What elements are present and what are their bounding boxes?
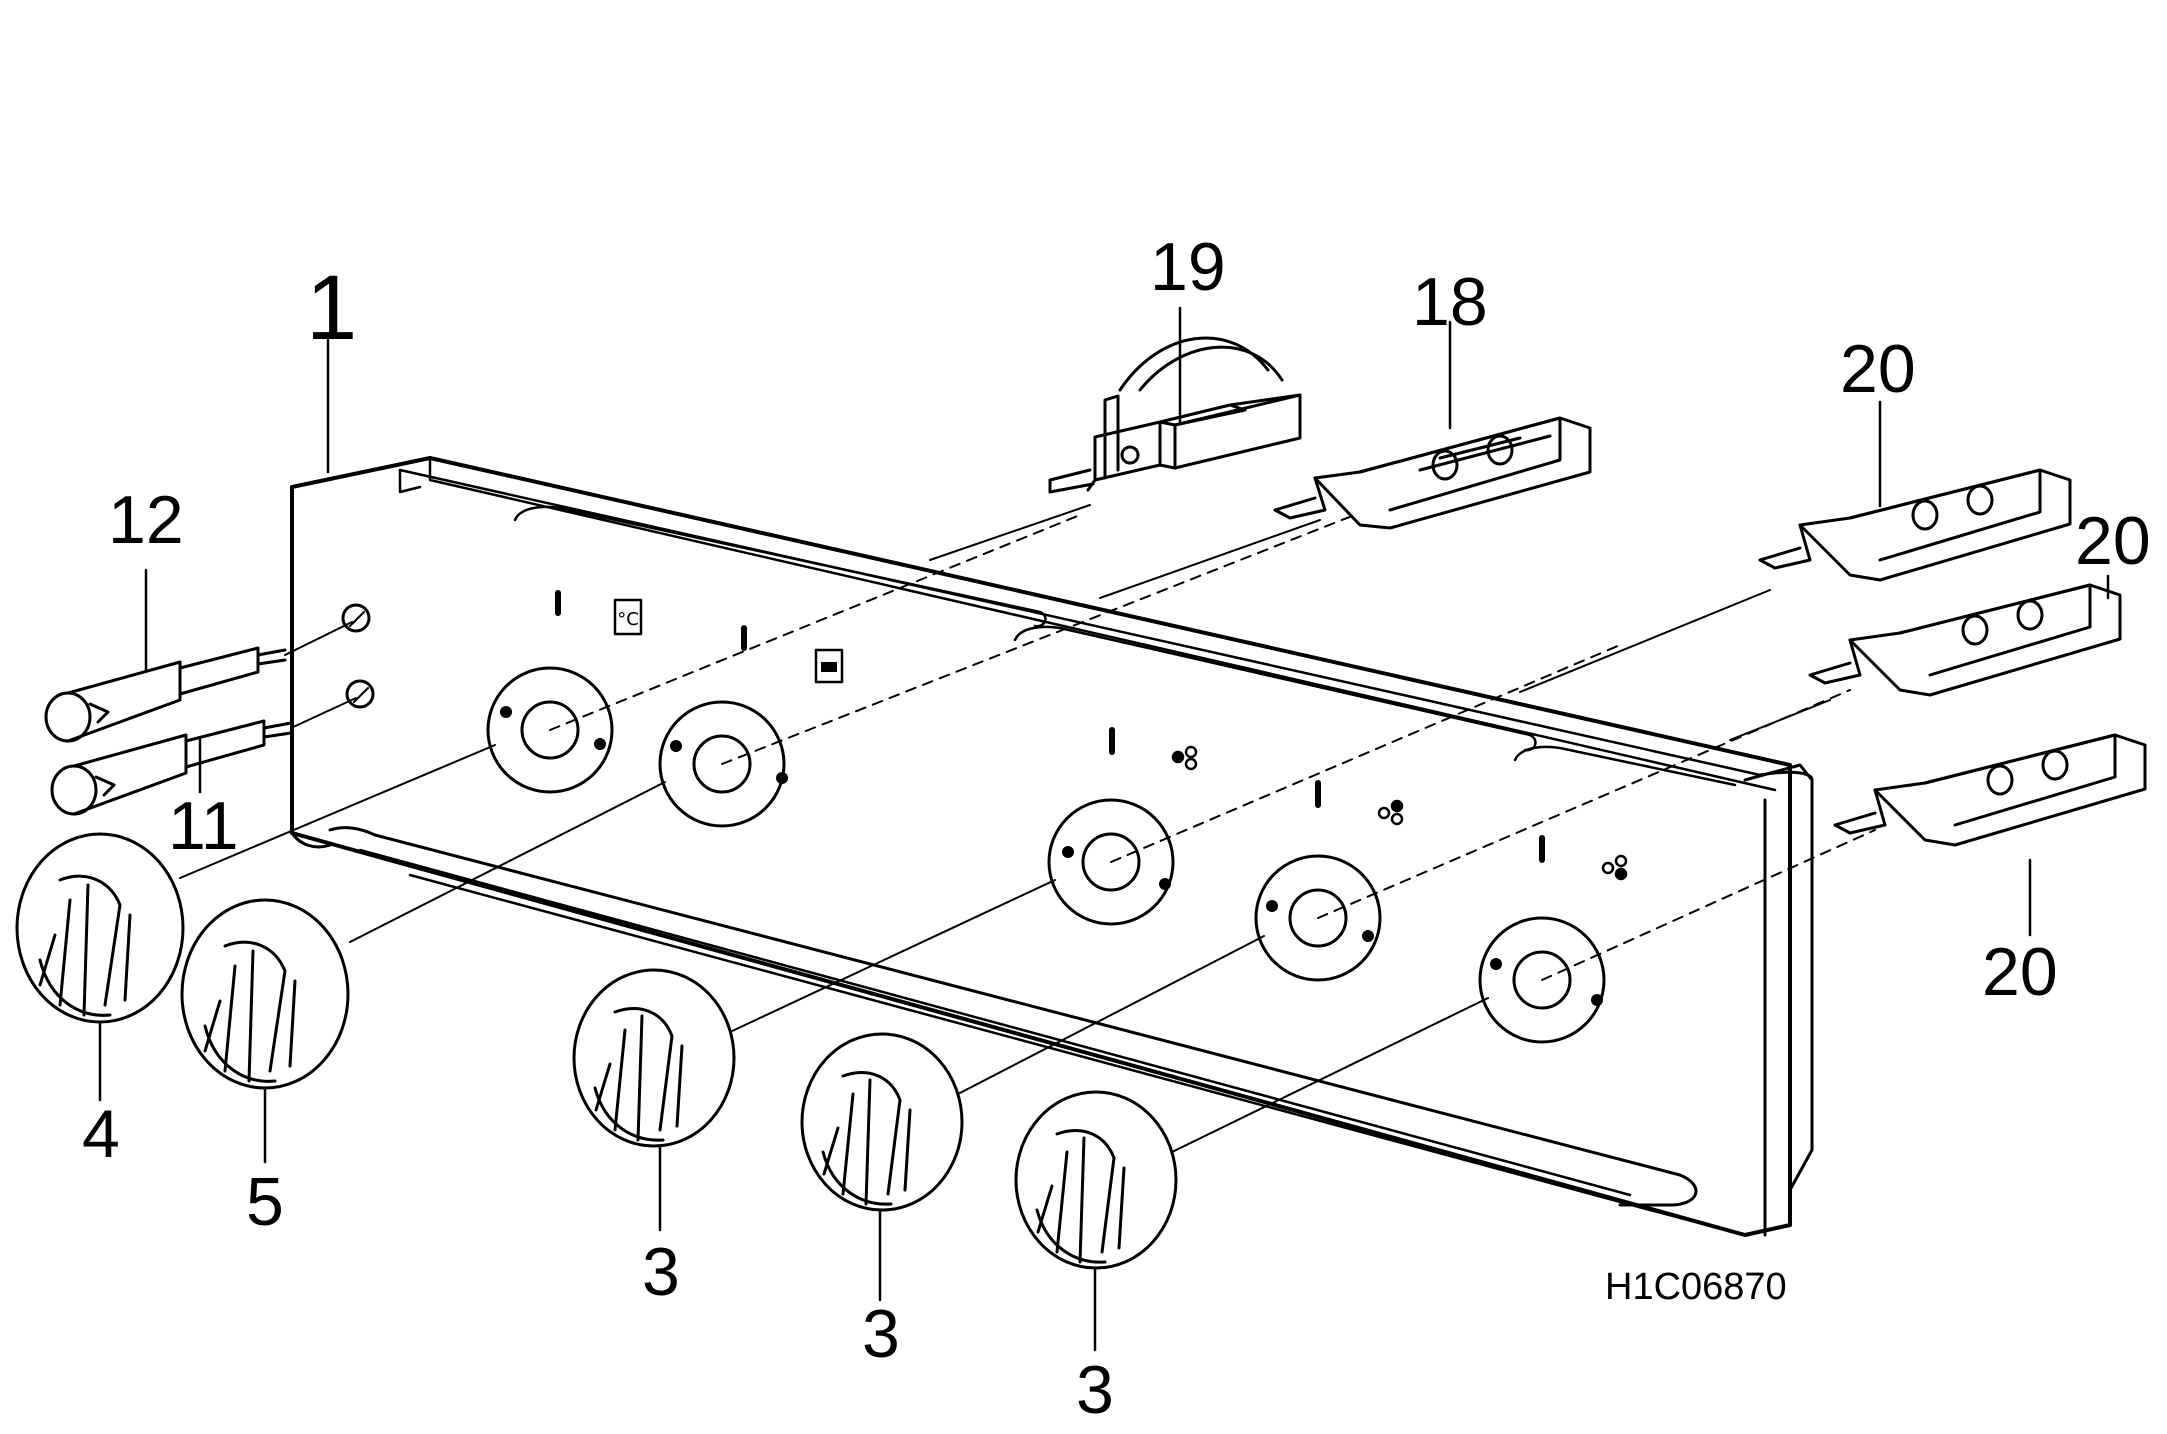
label-indicator-11: 11 <box>168 788 239 864</box>
label-knob-3-b: 3 <box>862 1296 900 1372</box>
switch-20-a <box>1758 468 2072 582</box>
label-knob-3-a: 3 <box>642 1234 680 1310</box>
label-thermostat-19: 19 <box>1150 229 1226 305</box>
switch-20-b <box>1808 583 2122 697</box>
knob-5 <box>180 898 350 1090</box>
label-switch-20-a: 20 <box>1840 331 1916 407</box>
label-knob-5: 5 <box>246 1164 284 1240</box>
label-switch-18: 18 <box>1412 264 1488 340</box>
knob-3-b <box>800 1032 964 1212</box>
switch-18 <box>1273 416 1592 530</box>
label-indicator-12: 12 <box>108 482 184 558</box>
knob-3-a <box>572 968 736 1148</box>
switch-20-c <box>1833 733 2147 847</box>
label-knob-4: 4 <box>82 1096 120 1172</box>
label-panel-1: 1 <box>306 257 358 359</box>
label-knob-3-c: 3 <box>1076 1352 1114 1428</box>
indicator-lamp-11 <box>50 697 357 816</box>
drawing-id: H1C06870 <box>1605 1266 1787 1308</box>
thermostat-19 <box>1048 336 1302 494</box>
label-switch-20-c: 20 <box>1982 934 2058 1010</box>
knob-3-c <box>1014 1090 1178 1270</box>
thermostat-symbol: °C <box>617 609 639 630</box>
leader-lines <box>98 306 2110 1352</box>
control-panel: °C <box>290 456 1814 1237</box>
knob-4 <box>15 832 185 1024</box>
indicator-lamp-12 <box>44 621 353 743</box>
label-switch-20-b: 20 <box>2075 503 2151 579</box>
